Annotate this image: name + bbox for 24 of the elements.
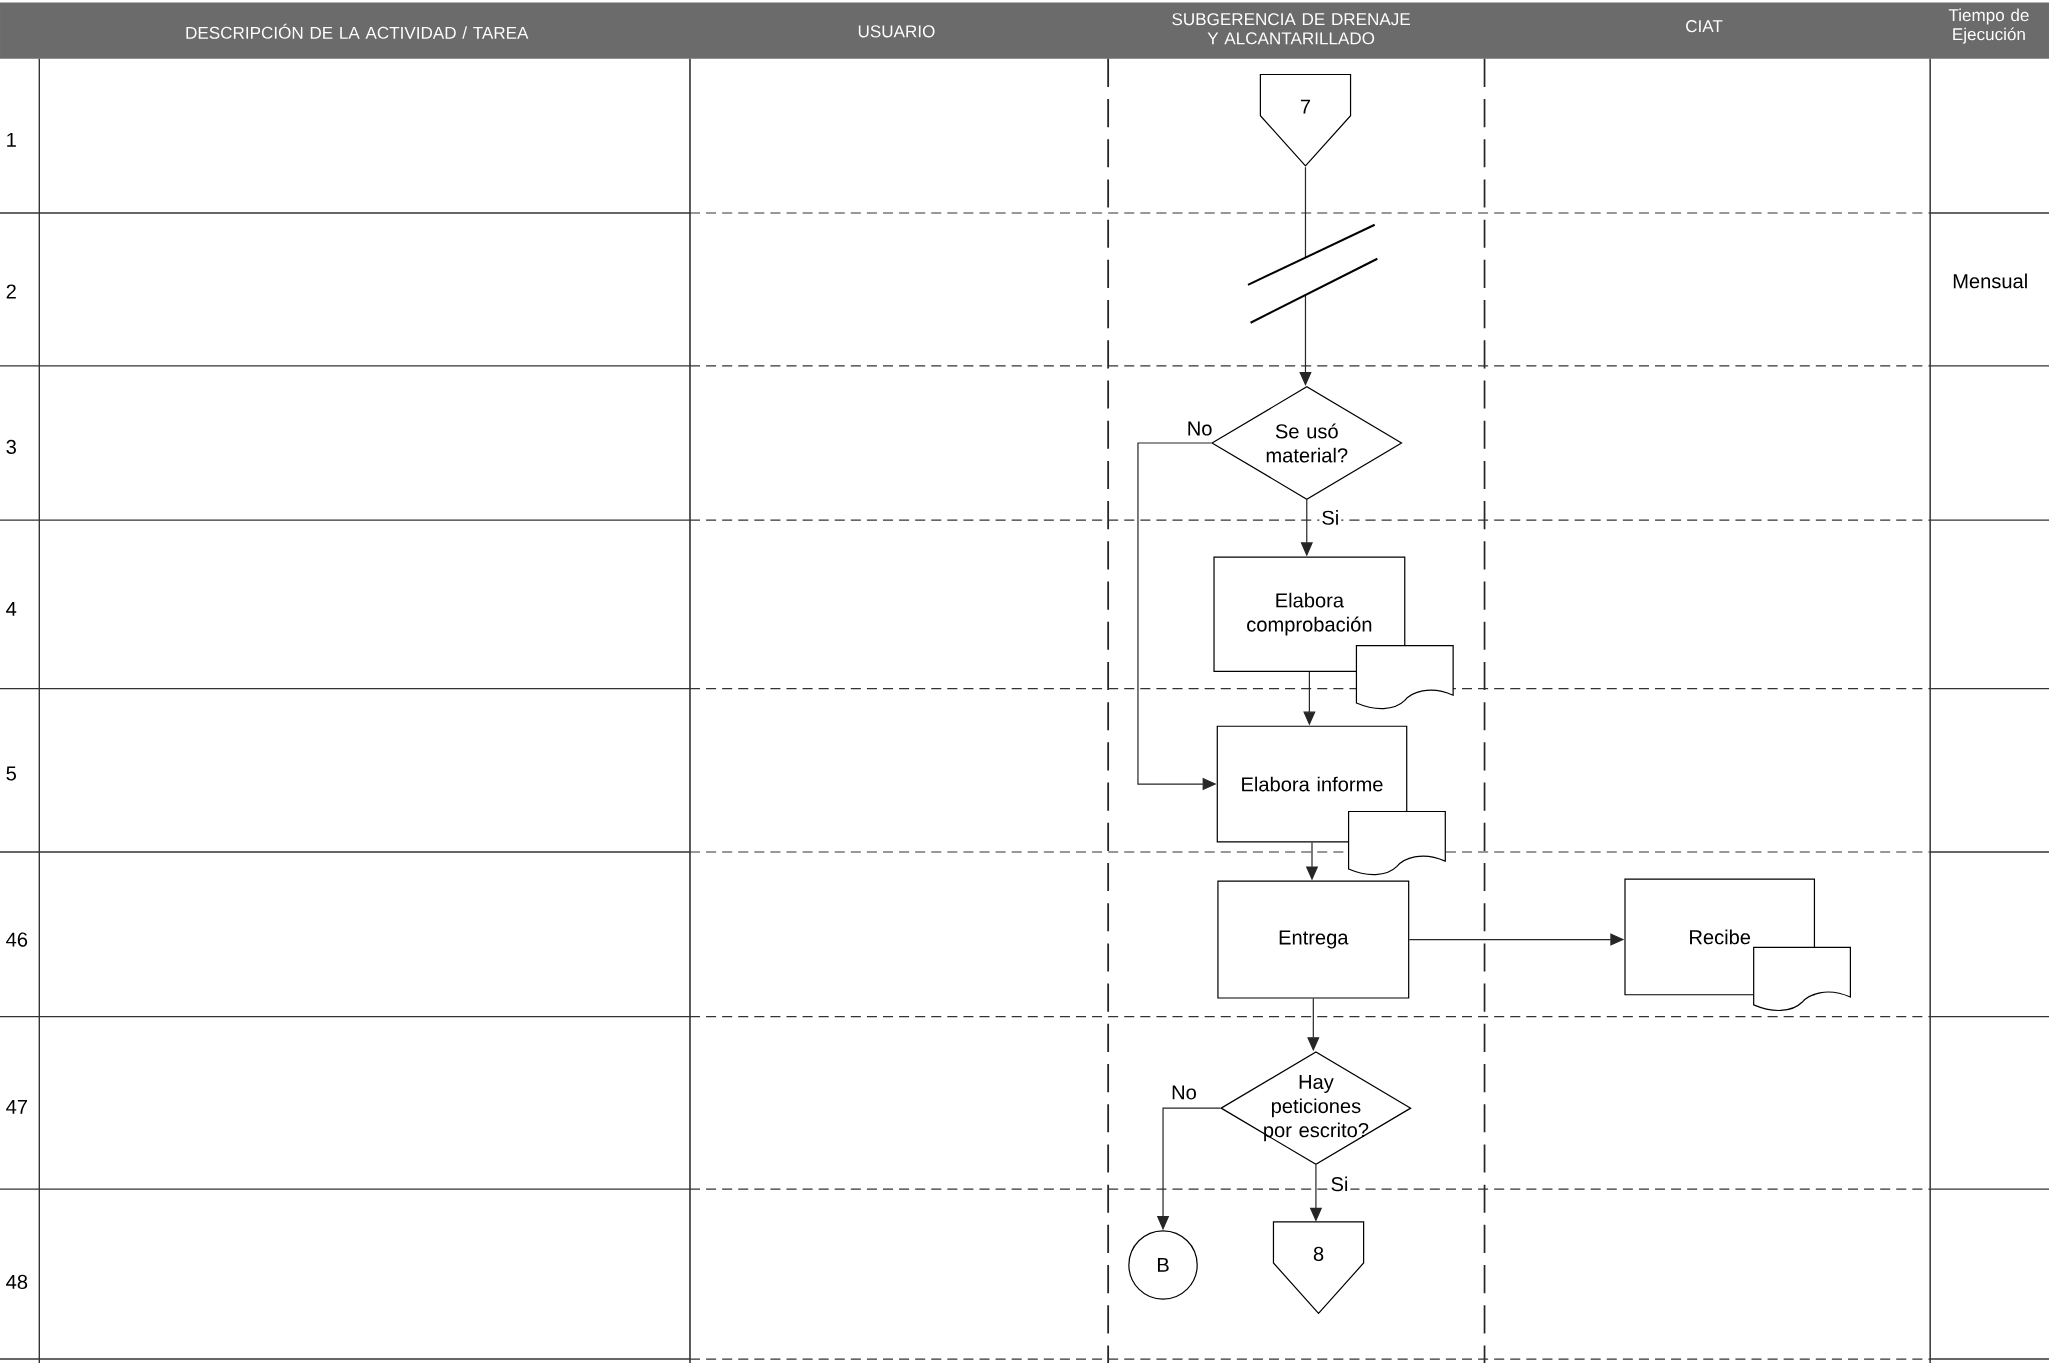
edge-label: Si: [1328, 1174, 1351, 1194]
column-header: Tiempo de Ejecución: [1948, 8, 2029, 44]
row-number: 47: [6, 1099, 27, 1114]
off-page-connector: 7: [1259, 73, 1352, 167]
column-header: DESCRIPCIÓN DE LA ACTIVIDAD / TAREA: [186, 23, 529, 39]
column-header: SUBGERENCIA DE DRENAJE Y ALCANTARILLADO: [1172, 13, 1410, 45]
process-box: Entrega: [1217, 880, 1410, 999]
row-number: 3: [6, 439, 16, 455]
row-number: 1: [7, 132, 16, 147]
off-page-connector: 8: [1272, 1221, 1365, 1315]
document-symbol: [1355, 644, 1454, 710]
edge-label: No: [1169, 1083, 1199, 1102]
document-symbol: [1348, 810, 1446, 876]
edge-label: Si: [1319, 508, 1342, 527]
column-header: CIAT: [1686, 20, 1723, 33]
row-number: 2: [6, 284, 16, 299]
process-box: Elabora comprobación: [1213, 556, 1406, 672]
row-number: 46: [6, 932, 28, 947]
duration-text: Mensual: [1953, 273, 2027, 289]
row-number: 4: [6, 602, 17, 616]
column-header: USUARIO: [858, 25, 935, 38]
row-number: 48: [6, 1274, 28, 1290]
document-symbol: [1753, 946, 1851, 1012]
row-number: 5: [6, 766, 16, 781]
